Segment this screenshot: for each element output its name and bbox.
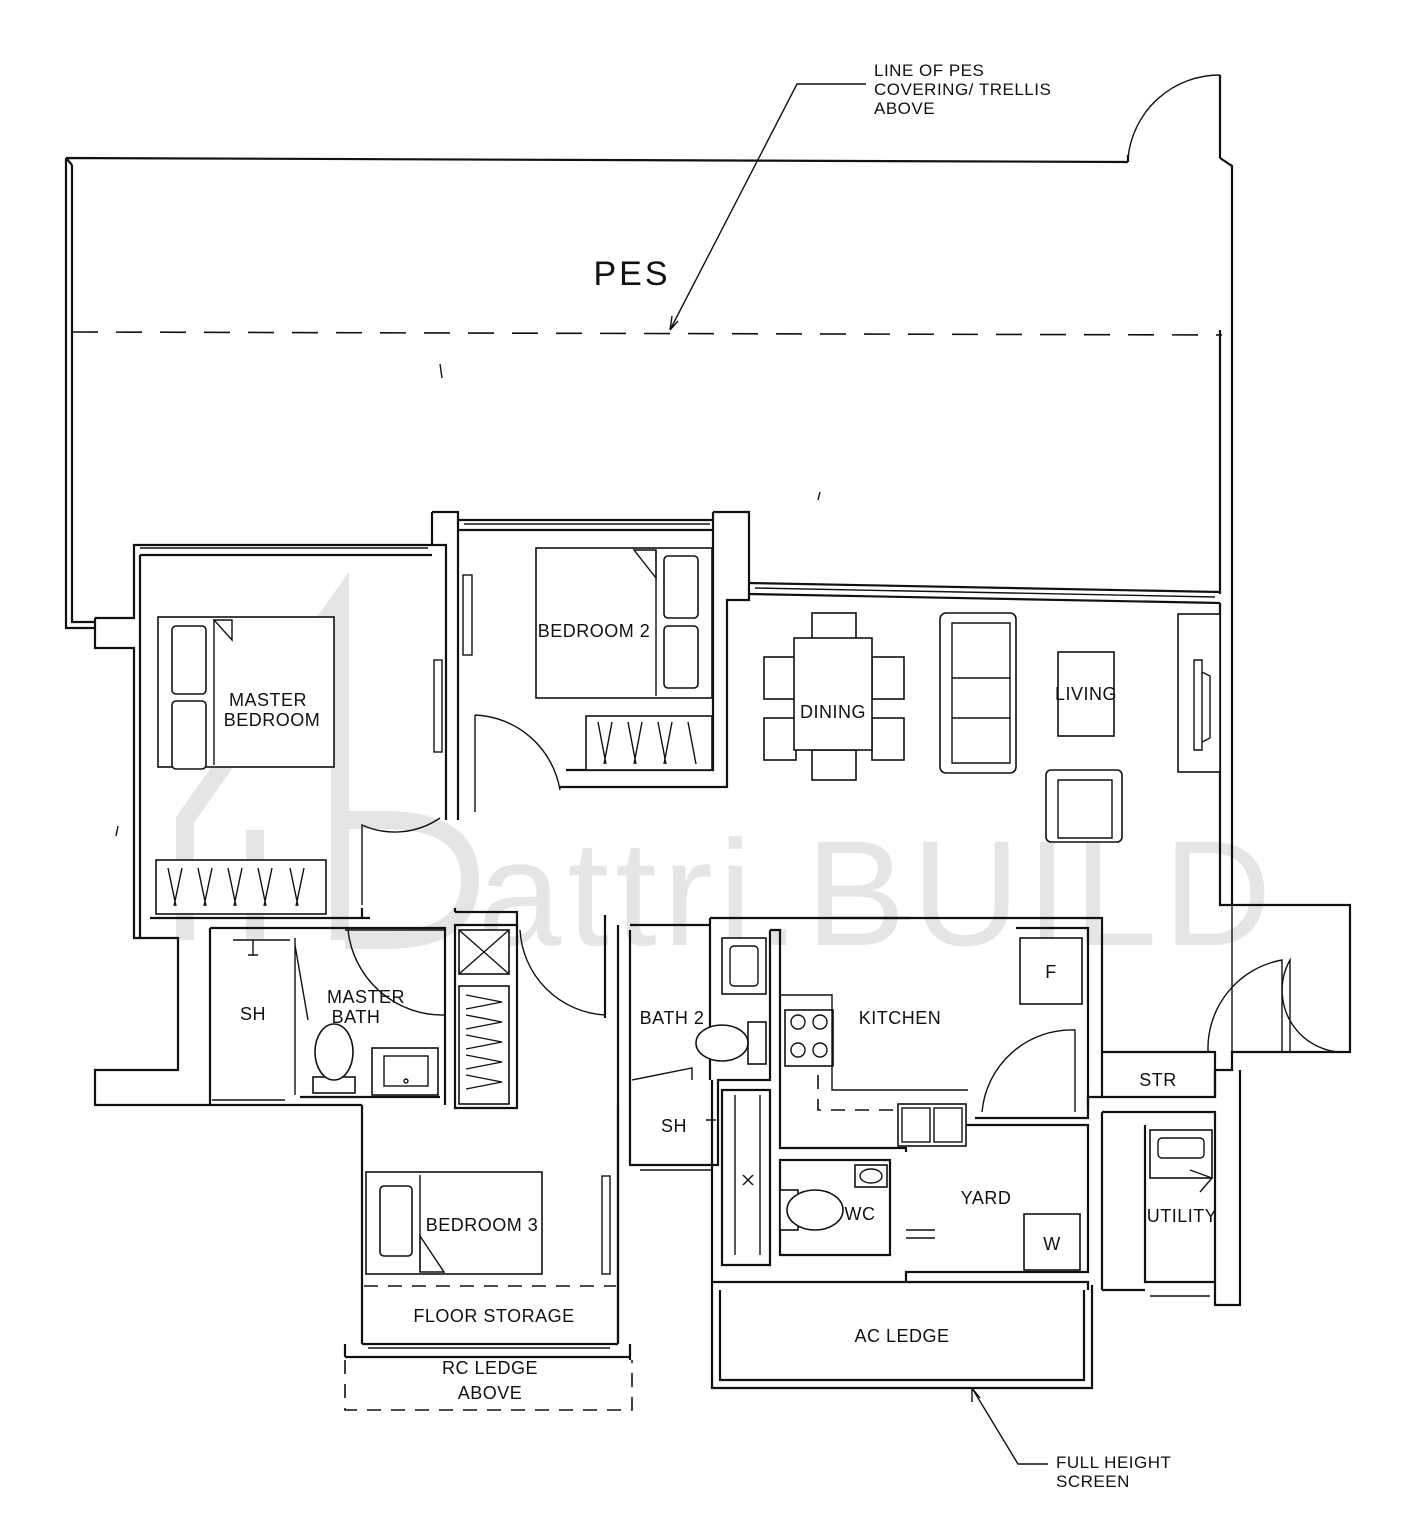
bath2-sh-label: SH — [661, 1116, 687, 1136]
pillow — [663, 555, 699, 619]
bedroom3-label: BEDROOM 3 — [426, 1215, 539, 1235]
toilet-bowl — [786, 1189, 844, 1231]
pes-label: PES — [593, 255, 670, 293]
living-label: LIVING — [1055, 684, 1117, 704]
str-label: STR — [1139, 1070, 1177, 1090]
pillow — [171, 625, 207, 695]
watermark: attri.BUILD — [176, 571, 1278, 977]
watermark-text: attri.BUILD — [478, 809, 1278, 977]
ac-ledge: AC LEDGE FULL HEIGHT SCREEN — [854, 1326, 1171, 1491]
fridge-label: F — [1045, 962, 1057, 982]
fridge — [1019, 937, 1083, 1005]
tv-console — [1177, 613, 1221, 773]
rc-ledge-line2: ABOVE — [458, 1383, 523, 1403]
living: LIVING — [939, 612, 1221, 843]
washer-label: W — [1043, 1234, 1061, 1254]
bedroom-3: BEDROOM 3 FLOOR STORAGE — [364, 1171, 616, 1326]
utility-label: UTILITY — [1147, 1206, 1218, 1226]
rc-ledge: RC LEDGE ABOVE — [344, 1358, 633, 1411]
sofa — [939, 612, 1017, 774]
yard-label: YARD — [961, 1188, 1012, 1208]
sh-label: SH — [240, 1004, 266, 1024]
master-bedroom: MASTER BEDROOM — [155, 616, 443, 915]
service-area: WC YARD W UTILITY — [779, 1129, 1218, 1271]
master-bedroom-line1: MASTER — [229, 690, 307, 710]
pes-note-line2: COVERING/ TRELLIS — [874, 80, 1051, 99]
floor-storage-label: FLOOR STORAGE — [413, 1306, 574, 1326]
sink — [897, 1103, 967, 1147]
dining-table — [793, 637, 873, 751]
armchair — [1045, 769, 1123, 843]
pillow — [171, 700, 207, 770]
master-bedroom-line2: BEDROOM — [224, 710, 321, 730]
bath2-label: BATH 2 — [640, 1008, 705, 1028]
doors — [345, 714, 1351, 1113]
screen-note-line1: FULL HEIGHT — [1056, 1453, 1171, 1472]
trellis-line — [71, 331, 1223, 336]
rc-ledge-line1: RC LEDGE — [442, 1358, 538, 1378]
kitchen-label: KITCHEN — [859, 1008, 942, 1028]
toilet-bowl — [695, 1024, 749, 1062]
pes-area: PES LINE OF PES COVERING/ TRELLIS ABOVE — [64, 61, 1234, 905]
master-bath-line2: BATH — [332, 1007, 381, 1027]
wardrobe — [585, 715, 713, 771]
washer — [1023, 1213, 1081, 1271]
bedroom2-label: BEDROOM 2 — [538, 621, 651, 641]
walls — [93, 510, 1352, 1390]
bath-2: BATH 2 SH — [631, 937, 767, 1186]
utility-bed — [1149, 1129, 1213, 1179]
pillow — [379, 1185, 413, 1257]
coffee-table — [1057, 651, 1115, 737]
pes-note-line3: ABOVE — [874, 99, 935, 118]
wc-label: WC — [845, 1204, 876, 1224]
pes-note-line1: LINE OF PES — [874, 61, 984, 80]
ac-ledge-label: AC LEDGE — [854, 1326, 949, 1346]
toilet-cistern — [747, 1021, 767, 1065]
bedroom-2: BEDROOM 2 — [462, 547, 713, 771]
master-bath: SH MASTER BATH — [233, 929, 510, 1105]
kitchen: KITCHEN F STR — [780, 937, 1177, 1147]
hob — [784, 1009, 834, 1067]
windows — [140, 523, 1216, 1349]
pillow — [663, 625, 699, 689]
dining: DINING — [763, 612, 905, 781]
screen-note-line2: SCREEN — [1056, 1472, 1130, 1491]
master-bath-line1: MASTER — [327, 987, 405, 1007]
toilet-bowl — [314, 1023, 354, 1081]
dining-label: DINING — [800, 702, 866, 722]
